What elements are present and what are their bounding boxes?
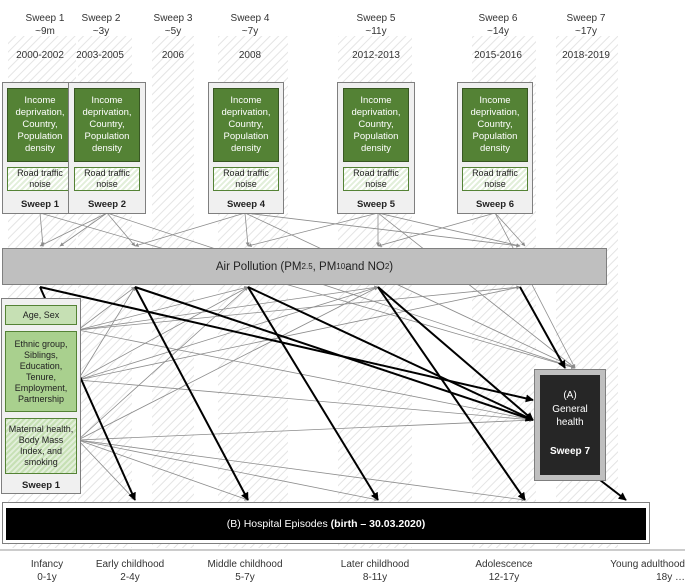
area-deprivation-box: Income deprivation, Country, Population … — [343, 88, 409, 162]
stage-young-adulthood: Young adulthood 18y … — [585, 558, 685, 584]
air-text: Air Pollution (PM — [215, 260, 302, 273]
sweep-age: ~14y — [487, 26, 509, 37]
outcome-tag: (A) — [563, 390, 577, 401]
sweep-name: Sweep 3 — [153, 13, 193, 24]
area-deprivation-box: Income deprivation, Country, Population … — [462, 88, 528, 162]
sweep-header-4: Sweep 4 ~7y — [215, 12, 285, 38]
air-text: and NO — [345, 260, 385, 273]
sociodemographic-box: Ethnic group, Siblings, Education, Tenur… — [5, 331, 77, 412]
stage-name: Infancy — [30, 559, 64, 570]
sweep-years-2: 2003-2005 — [76, 50, 124, 61]
sweep-header-3: Sweep 3 ~5y — [138, 12, 208, 38]
area-panel-label: Sweep 2 — [87, 199, 127, 210]
stage-later-childhood: Later childhood 8-11y — [325, 558, 425, 584]
area-to-air-arrows — [39, 212, 576, 369]
outcome-title: General health — [552, 404, 588, 428]
covariate-arrows — [77, 285, 534, 502]
covariates-label: Sweep 1 — [21, 480, 61, 491]
stage-adolescence: Adolescence 12-17y — [454, 558, 554, 584]
road-noise-box: Road traffic noise — [74, 167, 140, 191]
sweep-age: ~7y — [241, 26, 259, 37]
sweep-years-4: 2008 — [238, 50, 262, 61]
area-panel-label: Sweep 1 — [20, 199, 60, 210]
sweep-name: Sweep 5 — [356, 13, 396, 24]
road-noise-box: Road traffic noise — [343, 167, 409, 191]
maternal-health-box: Maternal health, Body Mass Index, and sm… — [5, 418, 77, 474]
sweep-years-6: 2015-2016 — [474, 50, 522, 61]
sweep-years-3: 2006 — [161, 50, 185, 61]
stage-middle-childhood: Middle childhood 5-7y — [195, 558, 295, 584]
sweep-name: Sweep 2 — [81, 13, 121, 24]
area-deprivation-box: Income deprivation, Country, Population … — [74, 88, 140, 162]
air-sub: 2.5 — [301, 262, 313, 271]
stage-name: Young adulthood — [610, 559, 685, 570]
sweep-name: Sweep 6 — [478, 13, 518, 24]
sweep-age: ~3y — [92, 26, 110, 37]
road-noise-box: Road traffic noise — [213, 167, 279, 191]
sweep-header-7: Sweep 7 ~17y — [551, 12, 621, 38]
sweep-age: ~17y — [575, 26, 597, 37]
stage-age: 5-7y — [235, 572, 255, 583]
sweep-years-5: 2012-2013 — [352, 50, 400, 61]
air-text: ) — [389, 260, 394, 273]
road-noise-box: Road traffic noise — [462, 167, 528, 191]
stage-age: 18y … — [656, 572, 685, 583]
stage-name: Adolescence — [475, 559, 533, 570]
sweep-name: Sweep 4 — [230, 13, 270, 24]
stage-name: Middle childhood — [207, 559, 283, 570]
hospital-episodes-bar: (B) Hospital Episodes (birth – 30.03.202… — [6, 508, 646, 540]
sweep-years-7: 2018-2019 — [562, 50, 610, 61]
age-sex-box: Age, Sex — [5, 305, 77, 325]
stage-age: 8-11y — [362, 572, 388, 583]
sweep-name: Sweep 7 — [566, 13, 606, 24]
air-text: , PM — [312, 260, 337, 273]
stage-infancy: Infancy 0-1y — [0, 558, 97, 584]
stage-age: 0-1y — [37, 572, 57, 583]
area-panel-label: Sweep 4 — [226, 199, 266, 210]
area-deprivation-box: Income deprivation, Country, Population … — [7, 88, 73, 162]
general-health-box: (A) General health Sweep 7 — [540, 375, 600, 475]
sweep-years-1: 2000-2002 — [16, 50, 64, 61]
sweep-header-6: Sweep 6 ~14y — [463, 12, 533, 38]
sweep-header-1: Sweep 1 ~9m — [10, 12, 80, 38]
air-sub: 2 — [384, 262, 390, 271]
sweep-header-5: Sweep 5 ~11y — [341, 12, 411, 38]
hospital-label: (B) Hospital Episodes — [226, 518, 328, 530]
sweep-age: ~5y — [164, 26, 182, 37]
outcome-sweep: Sweep 7 — [549, 446, 591, 457]
stage-early-childhood: Early childhood 2-4y — [80, 558, 180, 584]
sweep-age: ~9m — [35, 26, 55, 37]
stage-name: Later childhood — [340, 559, 410, 570]
area-deprivation-box: Income deprivation, Country, Population … — [213, 88, 279, 162]
sweep-name: Sweep 1 — [25, 13, 65, 24]
hospital-range: (birth – 30.03.2020) — [330, 518, 426, 530]
sweep-header-2: Sweep 2 ~3y — [66, 12, 136, 38]
area-panel-label: Sweep 6 — [475, 199, 515, 210]
stage-name: Early childhood — [95, 559, 165, 570]
stage-age: 2-4y — [120, 572, 140, 583]
sweep-age: ~11y — [365, 26, 387, 37]
road-noise-box: Road traffic noise — [7, 167, 73, 191]
air-sub: 10 — [336, 262, 346, 271]
stage-age: 12-17y — [488, 572, 520, 583]
area-panel-label: Sweep 5 — [356, 199, 396, 210]
